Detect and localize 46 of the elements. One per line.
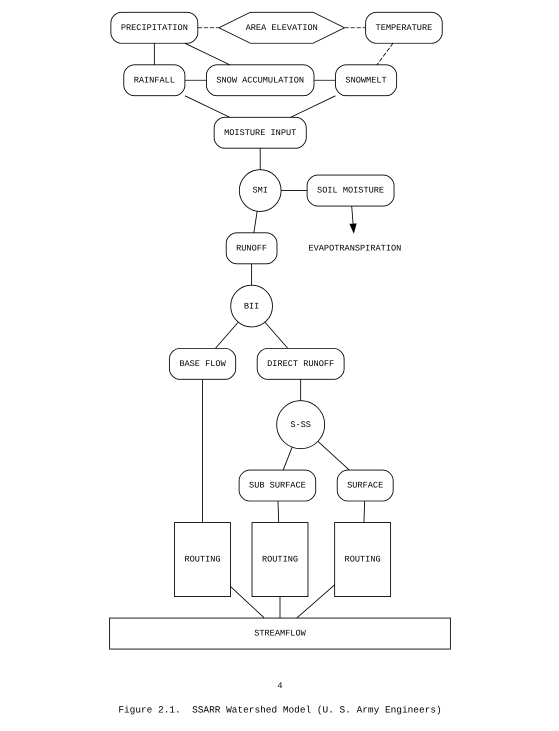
node-box: SURFACE bbox=[336, 470, 394, 502]
connector bbox=[282, 446, 292, 470]
connector bbox=[184, 80, 206, 81]
connector bbox=[196, 27, 219, 28]
arrow bbox=[348, 206, 356, 234]
connector bbox=[250, 263, 252, 286]
node-circle: S-SS bbox=[276, 400, 325, 450]
connector bbox=[363, 500, 365, 523]
connector bbox=[280, 190, 308, 191]
connector bbox=[153, 42, 154, 65]
node-box: DIRECT RUNOFF bbox=[256, 348, 344, 380]
connector bbox=[214, 322, 238, 349]
label: 4 bbox=[276, 681, 282, 692]
connector bbox=[259, 148, 260, 170]
node-box: RAINFALL bbox=[122, 64, 185, 96]
connector bbox=[184, 42, 230, 66]
connector bbox=[264, 322, 288, 349]
connector bbox=[344, 27, 366, 28]
connector bbox=[296, 584, 335, 618]
node-box: MOISTURE INPUT bbox=[213, 116, 306, 149]
caption: Figure 2.1. SSARR Watershed Model (U. S. Army Engineers) bbox=[118, 704, 442, 716]
node-circle: BII bbox=[230, 284, 272, 328]
node-box: SOIL MOISTURE bbox=[306, 174, 394, 206]
connector bbox=[376, 42, 393, 65]
node-box: STREAMFLOW bbox=[108, 618, 450, 650]
connector bbox=[279, 596, 280, 618]
node-box: TEMPERATURE bbox=[364, 12, 442, 44]
connector bbox=[317, 440, 350, 470]
node-box: ROUTING bbox=[334, 522, 391, 597]
connector bbox=[300, 379, 301, 402]
node-box: ROUTING bbox=[174, 522, 230, 597]
node-box: RUNOFF bbox=[225, 232, 277, 264]
node-box: SUB SURFACE bbox=[238, 470, 316, 502]
connector bbox=[252, 210, 258, 234]
connector bbox=[290, 95, 336, 118]
connector bbox=[230, 586, 264, 618]
connector bbox=[277, 500, 279, 523]
node-text: EVAPOTRANSPIRATION bbox=[308, 243, 401, 254]
node-box: ROUTING bbox=[251, 522, 308, 597]
connector bbox=[184, 95, 230, 118]
node-box: PRECIPITATION bbox=[110, 12, 198, 44]
node-box: BASE FLOW bbox=[168, 348, 236, 380]
node-box: SNOWMELT bbox=[334, 64, 397, 96]
connector bbox=[313, 80, 336, 81]
node-circle: SMI bbox=[238, 169, 282, 212]
node-box: SNOW ACCUMULATION bbox=[205, 64, 314, 96]
